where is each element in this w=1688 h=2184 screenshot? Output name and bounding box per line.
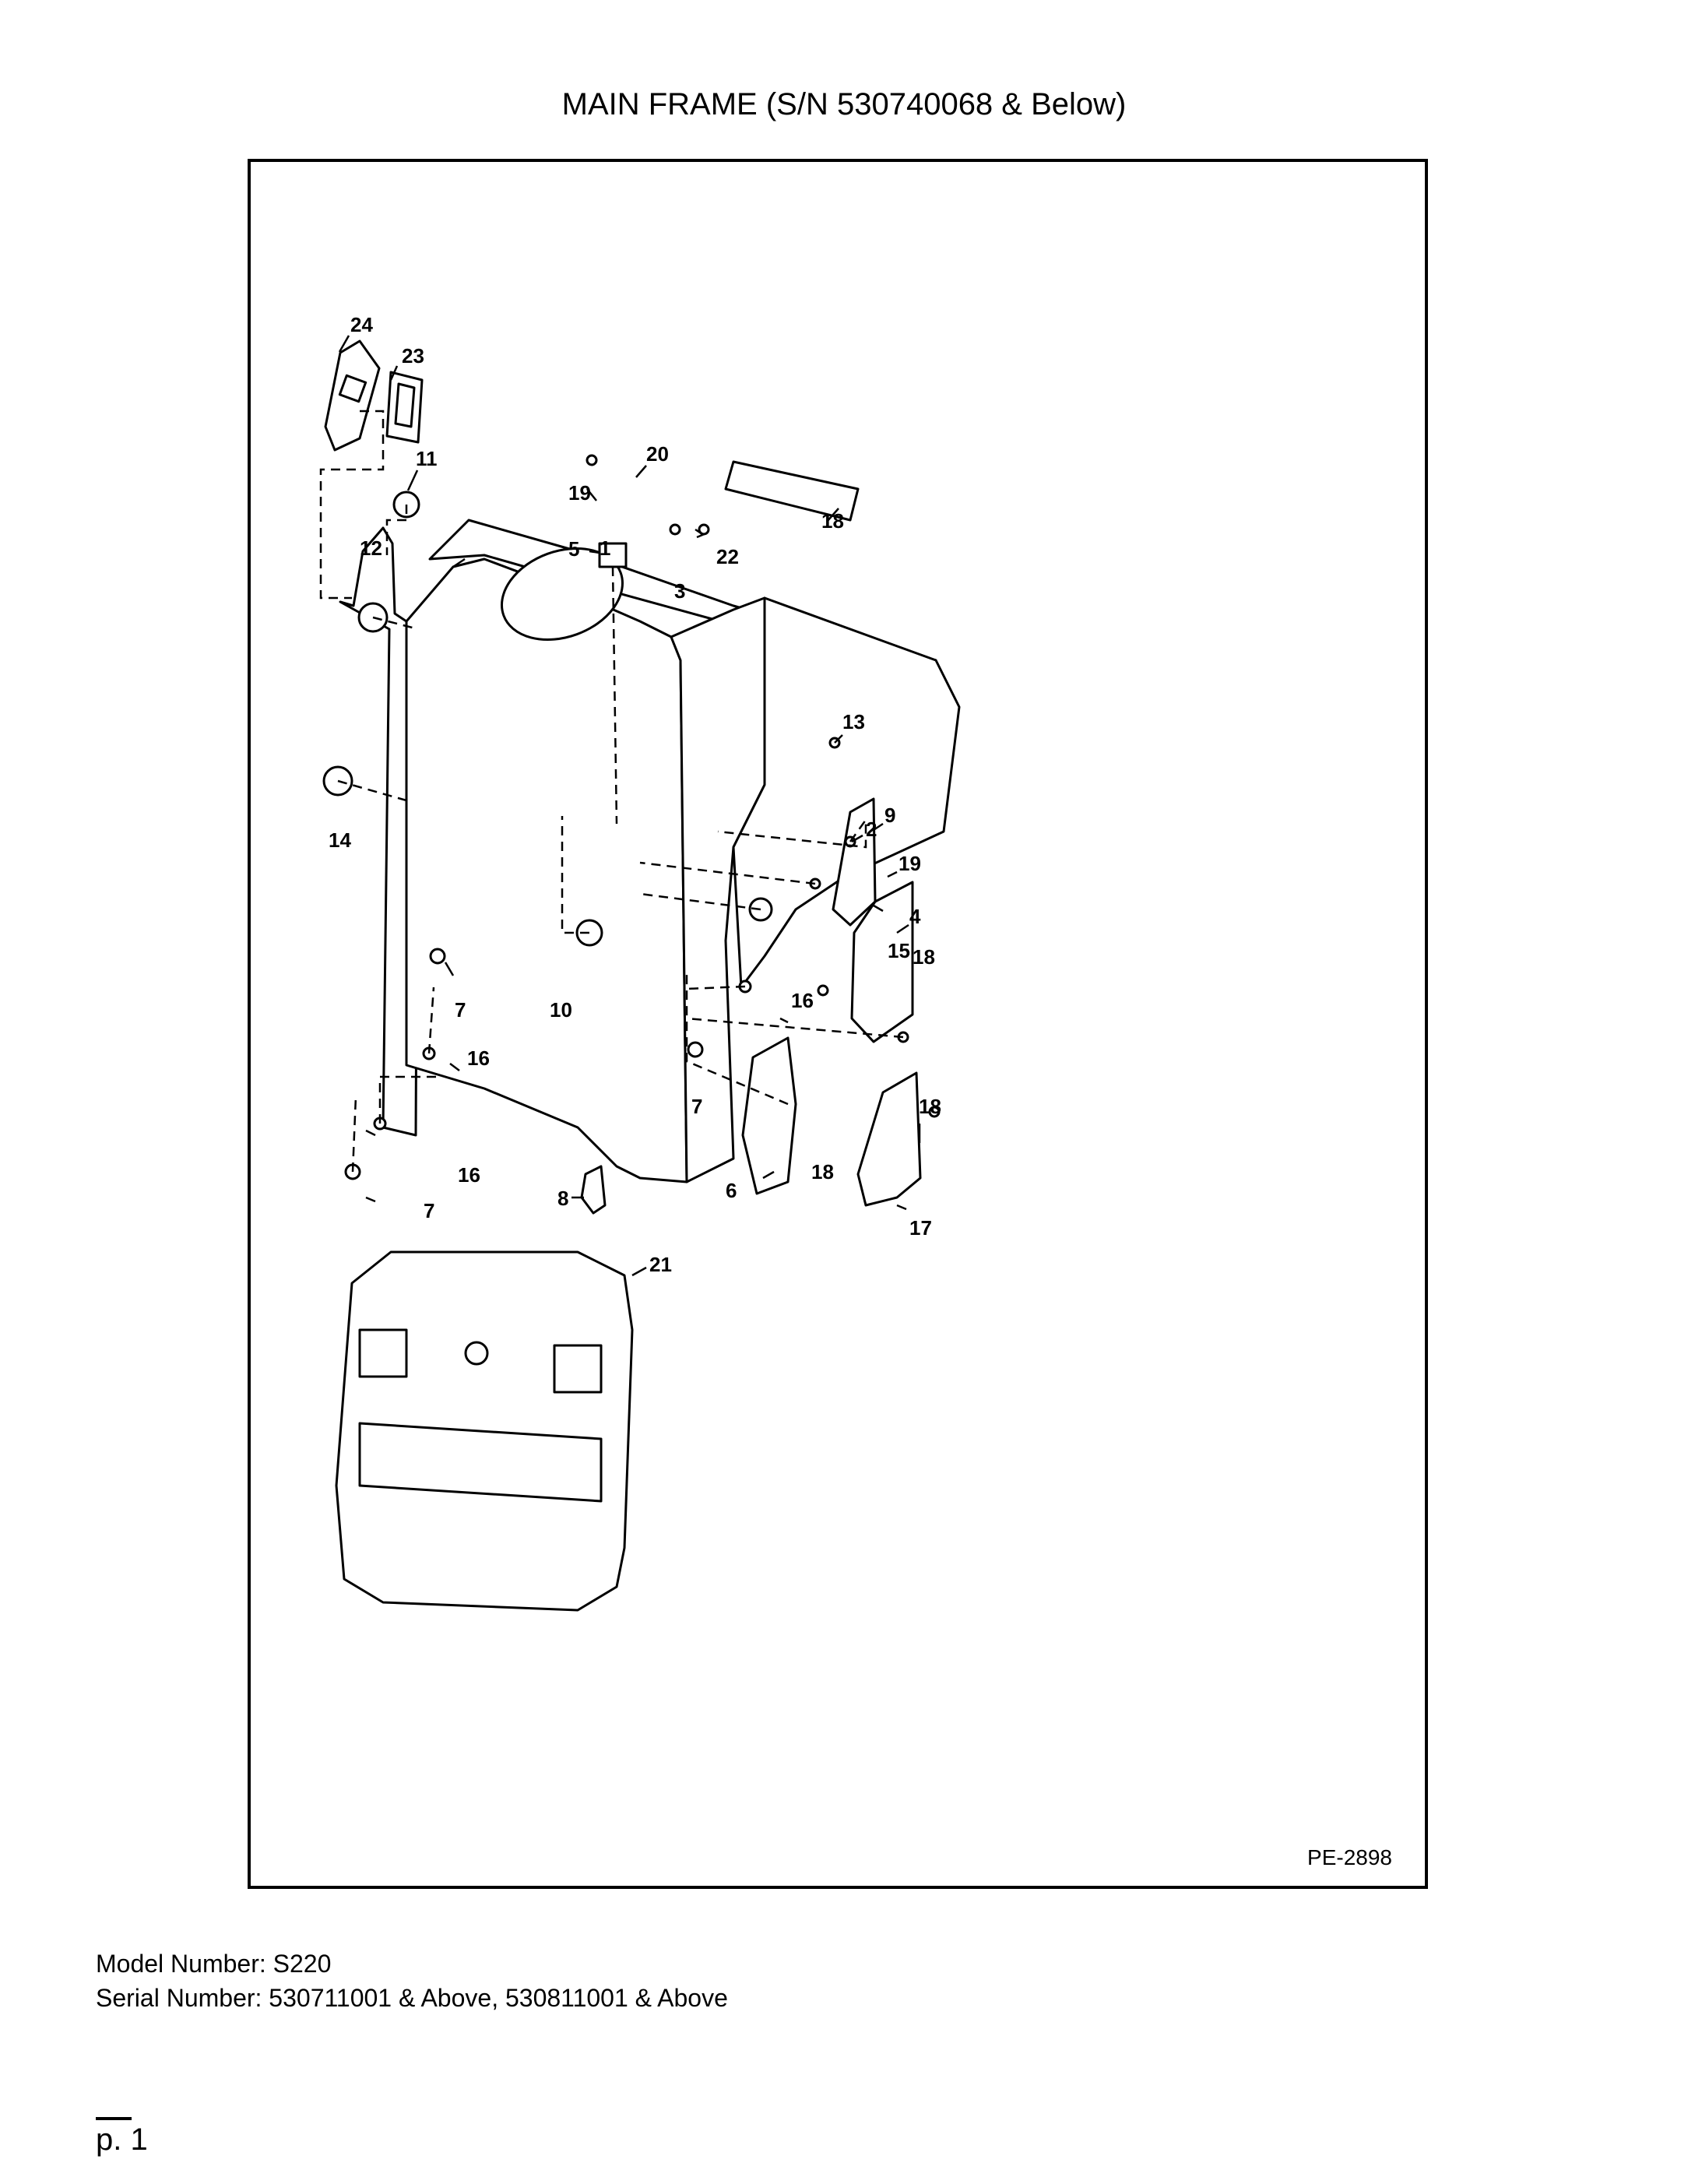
drawing-code: PE-2898 <box>1307 1845 1392 1869</box>
callout-14: 14 <box>329 828 351 852</box>
callout-5: 5 <box>568 537 579 561</box>
callout-2: 2 <box>866 818 877 841</box>
part-1-frame-rear <box>405 557 688 1183</box>
callout-3: 3 <box>674 579 685 603</box>
part-6-plate <box>741 1036 797 1195</box>
fastener-3 <box>669 523 681 536</box>
callout-16-right: 16 <box>791 989 814 1012</box>
callout-13: 13 <box>842 710 865 733</box>
model-info: Model Number: S220 Serial Number: 530711… <box>96 1947 728 2015</box>
callout-24: 24 <box>350 313 373 336</box>
part-1-frame-opening <box>501 547 624 641</box>
part-20-bar <box>724 460 860 522</box>
callout-21: 21 <box>649 1253 672 1276</box>
part-9-gasket <box>832 797 877 927</box>
callout-18-bottom: 18 <box>811 1160 834 1183</box>
callout-1: 1 <box>600 536 610 560</box>
part-1-frame-right-side <box>732 596 961 989</box>
callout-18-bottom-right: 18 <box>919 1095 941 1118</box>
callout-10: 10 <box>550 998 572 1022</box>
part-21-hole <box>464 1341 489 1366</box>
callout-7-right: 7 <box>691 1095 702 1118</box>
callout-11: 11 <box>416 447 438 470</box>
callout-4: 4 <box>909 905 921 928</box>
callout-6: 6 <box>726 1179 737 1202</box>
callout-12: 12 <box>360 536 382 560</box>
fastener-18c <box>928 1106 941 1118</box>
callout-19: 19 <box>568 481 591 505</box>
part-1-frame-left-side <box>339 526 420 1137</box>
exploded-parts-diagram: 24 23 11 12 1 19 5 20 18 22 3 13 2 9 19 … <box>319 313 961 1612</box>
callout-20: 20 <box>646 442 669 466</box>
fastener-7c <box>687 1041 704 1058</box>
callout-7-top: 7 <box>455 998 466 1022</box>
callout-15: 15 <box>888 939 910 962</box>
callout-19-right: 19 <box>899 852 921 875</box>
page-number: p. 1 <box>96 2122 148 2157</box>
part-8-clip <box>580 1165 607 1215</box>
callout-9: 9 <box>884 804 895 827</box>
callout-16-bottom: 16 <box>458 1163 480 1187</box>
fastener-19b <box>586 454 598 466</box>
model-number: Model Number: S220 <box>96 1950 332 1978</box>
serial-number: Serial Number: 530711001 & Above, 530811… <box>96 1984 728 2012</box>
callout-18-right: 18 <box>913 945 935 969</box>
page-number-rule <box>96 2117 132 2120</box>
callout-17: 17 <box>909 1216 932 1240</box>
part-4-cover <box>850 881 914 1043</box>
fastener-18a <box>817 984 829 997</box>
part-21-window-right <box>553 1344 603 1394</box>
callout-18: 18 <box>821 509 844 533</box>
callout-22: 22 <box>716 545 739 568</box>
callout-16-mid: 16 <box>467 1046 490 1070</box>
fastener-7a <box>429 948 446 965</box>
part-21-window-left <box>358 1328 408 1378</box>
page-title: MAIN FRAME (S/N 530740068 & Below) <box>561 87 1127 121</box>
diagram-frame: 24 23 11 12 1 19 5 20 18 22 3 13 2 9 19 … <box>248 159 1428 1889</box>
callout-7-bottom: 7 <box>424 1199 434 1222</box>
part-24-window <box>338 374 367 403</box>
callout-23: 23 <box>402 344 424 368</box>
part-17-cover <box>856 1071 922 1207</box>
callout-8: 8 <box>557 1187 568 1210</box>
